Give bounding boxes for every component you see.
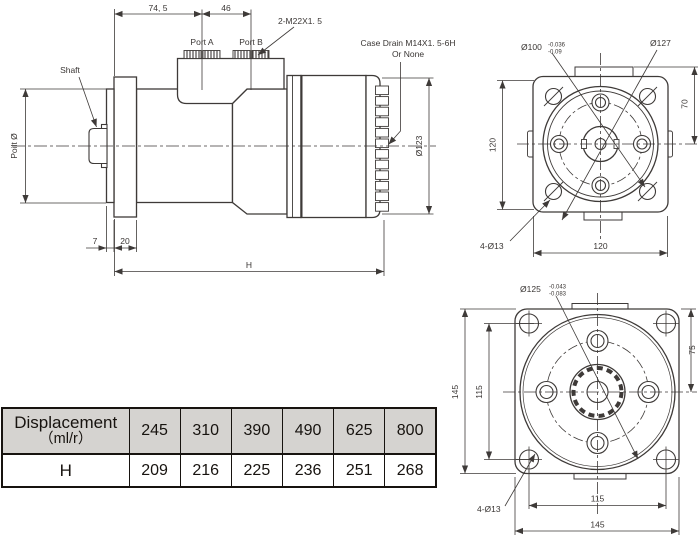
h-value: 209 — [128, 453, 181, 488]
ribbed-end-cap — [375, 85, 389, 212]
case-drain-label-2: Or None — [392, 49, 424, 59]
h-value: 225 — [230, 453, 283, 488]
displacement-value: 310 — [179, 407, 232, 455]
dim-120-bottom: 120 — [593, 241, 607, 251]
h-value: 236 — [281, 453, 335, 488]
dia-100-tol-lower: -0.09 — [548, 50, 562, 56]
displacement-value: 390 — [230, 407, 283, 455]
holes-label-top: 4-Ø13 — [480, 241, 504, 251]
shaft-stub — [88, 127, 108, 165]
dia-125-label: Ø125 — [520, 284, 541, 294]
dim-145-bottom: 145 — [590, 520, 604, 530]
dia-123-label: Ø123 — [414, 135, 424, 156]
table-header-label: Displacement （ml/r） — [1, 407, 130, 455]
dim-46: 46 — [221, 3, 231, 13]
h-value: 268 — [384, 453, 437, 488]
displacement-value: 800 — [384, 407, 437, 455]
dim-115-left: 115 — [474, 385, 484, 399]
shaft-label: Shaft — [60, 65, 80, 75]
flange-view-top: Ø100 -0.036 -0.09 Ø127 120 70 4-Ø13 120 — [480, 38, 700, 257]
port-block — [176, 57, 285, 105]
displacement-value: 490 — [281, 407, 335, 455]
h-value: 251 — [333, 453, 386, 488]
port-threads — [183, 50, 270, 59]
table-header-row: Displacement （ml/r） 245 310 390 490 625 … — [1, 407, 437, 455]
thread-label: 2-M22X1. 5 — [278, 16, 322, 26]
h-row-label: H — [1, 453, 130, 488]
port-b-label: Port B — [239, 37, 263, 47]
dim-h: H — [246, 260, 252, 270]
header-line-2: （ml/r） — [39, 431, 93, 448]
dim-74-5: 74, 5 — [149, 3, 168, 13]
flange-view-bottom: Ø125 -0.043 -0.083 145 115 75 4-Ø13 115 … — [450, 284, 697, 535]
side-view: 74, 5 46 2-M22X1. 5 Port A Port B Case D… — [9, 3, 455, 276]
h-value: 216 — [179, 453, 232, 488]
displacement-table: Displacement （ml/r） 245 310 390 490 625 … — [1, 407, 437, 488]
dim-115-bottom: 115 — [591, 494, 605, 504]
dia-100-label: Ø100 — [521, 42, 542, 52]
pilot-dia-label: Poilt Ø — [9, 133, 19, 159]
dim-20: 20 — [120, 236, 130, 246]
displacement-value: 625 — [333, 407, 386, 455]
dim-70: 70 — [680, 99, 690, 109]
dim-145-left: 145 — [450, 385, 460, 399]
dia-127-label: Ø127 — [650, 38, 671, 48]
port-a-label: Port A — [190, 37, 213, 47]
corner-holes — [543, 86, 658, 202]
table-h-row: H 209 216 225 236 251 268 — [1, 453, 437, 488]
mounting-flange — [113, 76, 138, 218]
header-line-1: Displacement — [14, 413, 118, 433]
dia-125-tol-upper: -0.043 — [549, 285, 567, 291]
holes-label-bottom: 4-Ø13 — [477, 504, 501, 514]
displacement-value: 245 — [128, 407, 181, 455]
dia-100-tol-upper: -0.036 — [548, 43, 566, 49]
dia-125-tol-lower: -0.083 — [549, 292, 567, 298]
case-drain-label-1: Case Drain M14X1. 5-6H — [361, 38, 456, 48]
dim-120-left: 120 — [488, 138, 498, 152]
dim-7: 7 — [93, 236, 98, 246]
dim-75: 75 — [687, 345, 697, 355]
